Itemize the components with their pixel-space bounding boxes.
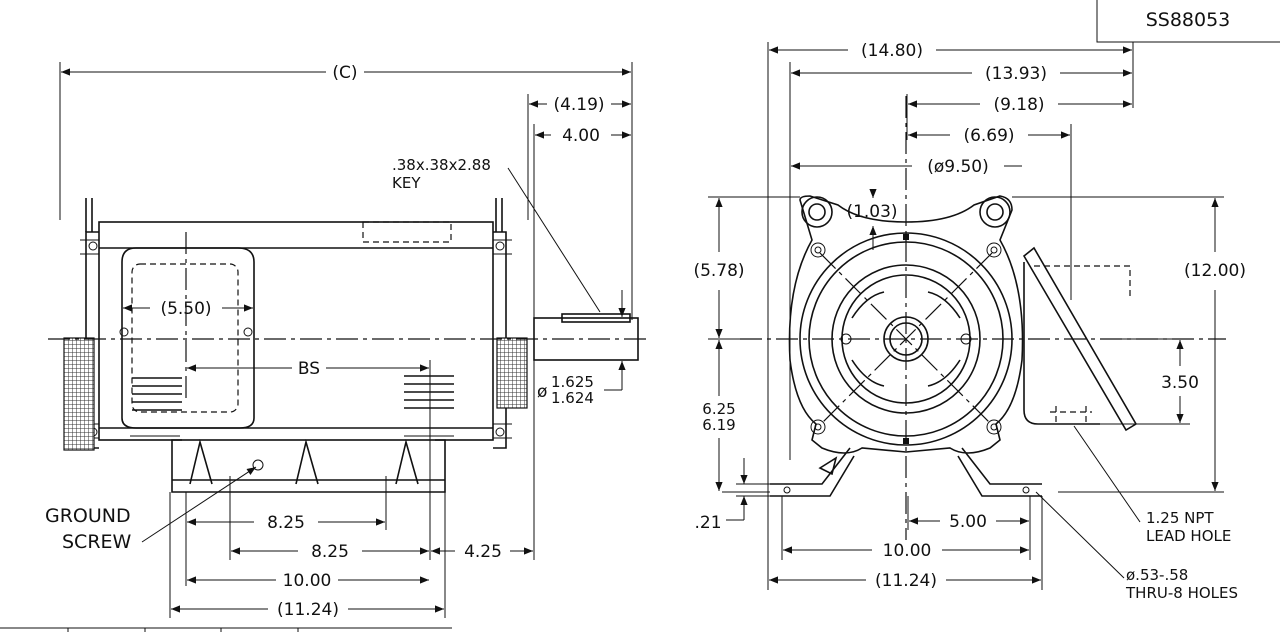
dim-shaft-height-max: 6.25	[702, 400, 735, 418]
mount-holes-label-2: THRU-8 HOLES	[1125, 584, 1238, 602]
dim-foot-width: 10.00	[883, 541, 932, 561]
drawing-number: SS88053	[1146, 9, 1231, 31]
ground-screw-label-1: GROUND	[45, 505, 131, 527]
title-block: SS88053	[1096, 0, 1280, 43]
dim-width-4: (6.69)	[963, 126, 1014, 146]
dia-symbol-shaft: ø	[537, 382, 547, 402]
dim-flange-dia: (ø9.50)	[927, 157, 989, 177]
mount-holes-label-1: ø.53-.58	[1126, 566, 1188, 584]
lead-hole-label-1: 1.25 NPT	[1146, 509, 1214, 527]
dim-foot-spacing-b: 8.25	[311, 542, 349, 562]
dim-box-width: (5.50)	[160, 299, 211, 319]
key-label: KEY	[392, 174, 421, 192]
dim-half-spacing: 5.00	[949, 512, 987, 532]
side-view: (C) (4.19) 4.00 .38x.38x2.88 KEY	[45, 62, 650, 620]
dim-base-overall: (11.24)	[277, 600, 339, 620]
dim-shaft-length: 4.00	[562, 126, 600, 146]
dim-shaft-height-min: 6.19	[702, 416, 735, 434]
dim-base-width: 10.00	[283, 571, 332, 591]
frame-bolts	[810, 242, 1002, 435]
dim-width-3: (9.18)	[993, 95, 1044, 115]
dim-eyebolt-offset: (1.03)	[846, 202, 897, 222]
dim-width-2: (13.93)	[985, 64, 1047, 84]
dim-foot-spacing-a: 8.25	[267, 513, 305, 533]
dim-bs: BS	[298, 359, 320, 379]
end-view: (14.80) (13.93) (9.18) (6.69) (ø9.50) (1…	[693, 41, 1246, 602]
dim-foot-overall: (11.24)	[875, 571, 937, 591]
dim-overall-height: (12.00)	[1184, 261, 1246, 281]
bottom-table-stub	[0, 627, 452, 632]
dim-shaft-dia-max: 1.625	[551, 373, 594, 391]
dim-foot-to-shaft: 4.25	[464, 542, 502, 562]
lead-hole-label-2: LEAD HOLE	[1146, 527, 1231, 545]
dim-overall-width: (14.80)	[861, 41, 923, 61]
ground-screw-label-2: SCREW	[62, 531, 132, 553]
dim-shaft-extension: (4.19)	[553, 95, 604, 115]
dim-upper-height: (5.78)	[693, 261, 744, 281]
dim-overall-length: (C)	[332, 63, 357, 83]
dim-box-height: 3.50	[1161, 373, 1199, 393]
key-size-label: .38x.38x2.88	[392, 156, 491, 174]
dim-shaft-dia-min: 1.624	[551, 389, 594, 407]
dim-foot-thickness: .21	[694, 513, 721, 533]
